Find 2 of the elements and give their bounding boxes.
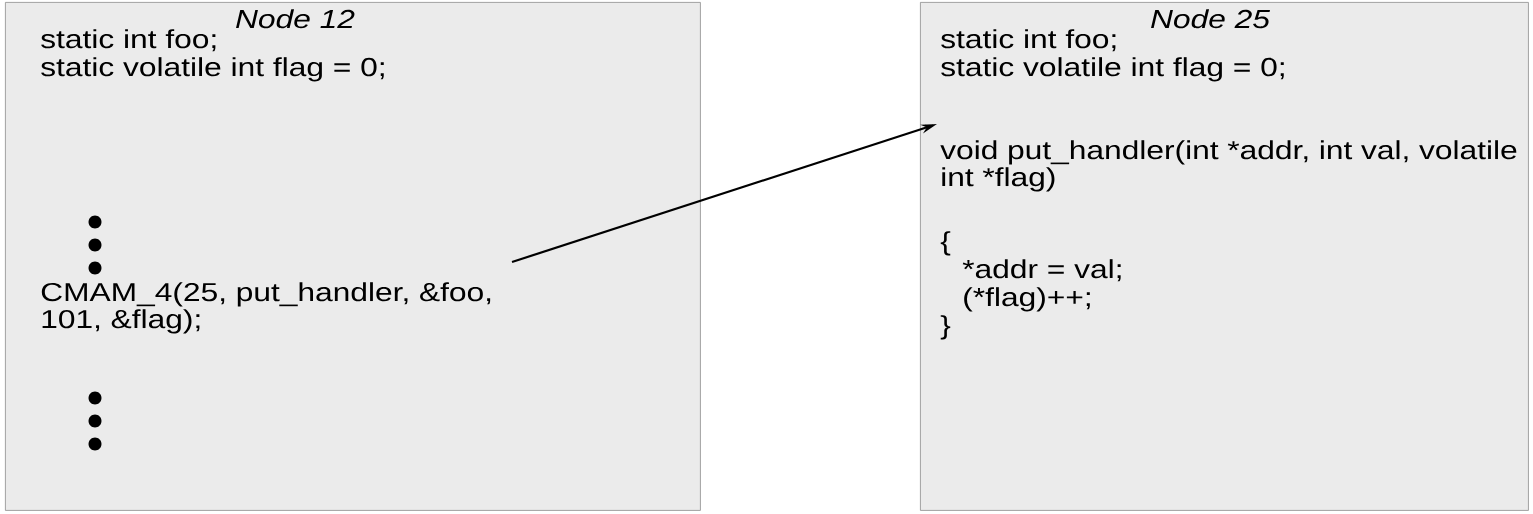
code-line: CMAM_4(25, put_handler, &foo, 101, &flag);: [41, 282, 491, 334]
code-line: void put_handler(int *addr, int val, volatile int *flag): [940, 140, 1517, 192]
